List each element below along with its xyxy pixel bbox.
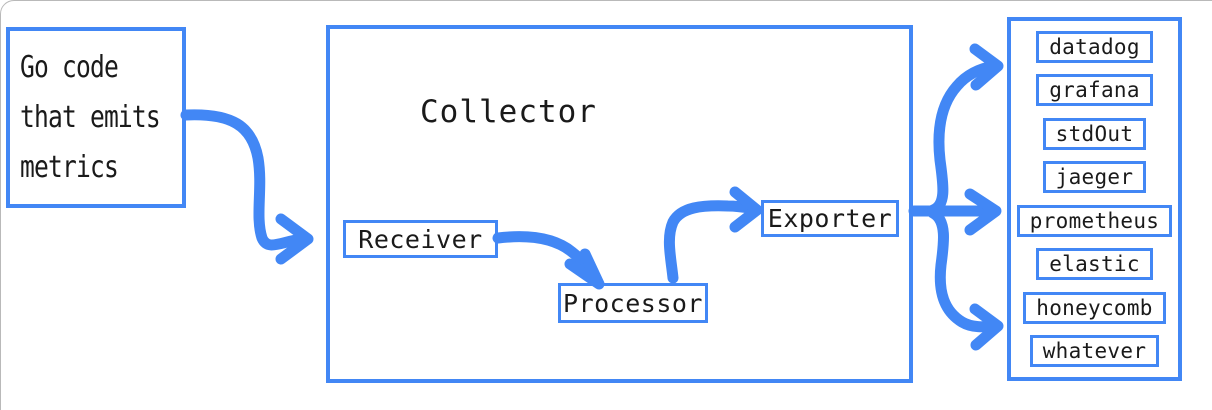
backend-label: stdOut (1055, 121, 1134, 146)
backend-label: whatever (1042, 338, 1147, 363)
backend-label: grafana (1049, 78, 1140, 103)
backend-item: elastic (1036, 248, 1153, 281)
backends-box: datadog grafana stdOut jaeger prometheus… (1007, 17, 1182, 381)
exporter-label: Exporter (767, 204, 893, 233)
backend-item: stdOut (1042, 117, 1147, 150)
backend-item: whatever (1029, 334, 1160, 367)
source-line-1: Go code (20, 49, 119, 85)
arrow-exporter-fanout (908, 43, 1004, 351)
backend-item: prometheus (1016, 204, 1173, 237)
receiver-label: Receiver (358, 224, 483, 254)
collector-title: Collector (420, 94, 597, 130)
go-code-source-box: Go code that emits metrics (6, 27, 186, 208)
receiver-box: Receiver (343, 220, 498, 258)
backend-item: honeycomb (1023, 291, 1166, 324)
backend-item: datadog (1036, 31, 1153, 63)
backend-label: honeycomb (1036, 295, 1153, 320)
backend-label: prometheus (1029, 208, 1160, 233)
backend-item: grafana (1036, 74, 1153, 107)
backend-label: datadog (1049, 35, 1140, 59)
arrow-source-to-collector (180, 109, 314, 265)
backend-item: jaeger (1042, 161, 1147, 194)
backend-label: jaeger (1055, 165, 1134, 190)
source-line-2: that emits (20, 99, 161, 135)
source-line-3: metrics (20, 149, 119, 185)
backend-label: elastic (1049, 252, 1140, 277)
exporter-box: Exporter (761, 200, 899, 237)
processor-box: Processor (558, 283, 708, 323)
processor-label: Processor (563, 288, 703, 318)
